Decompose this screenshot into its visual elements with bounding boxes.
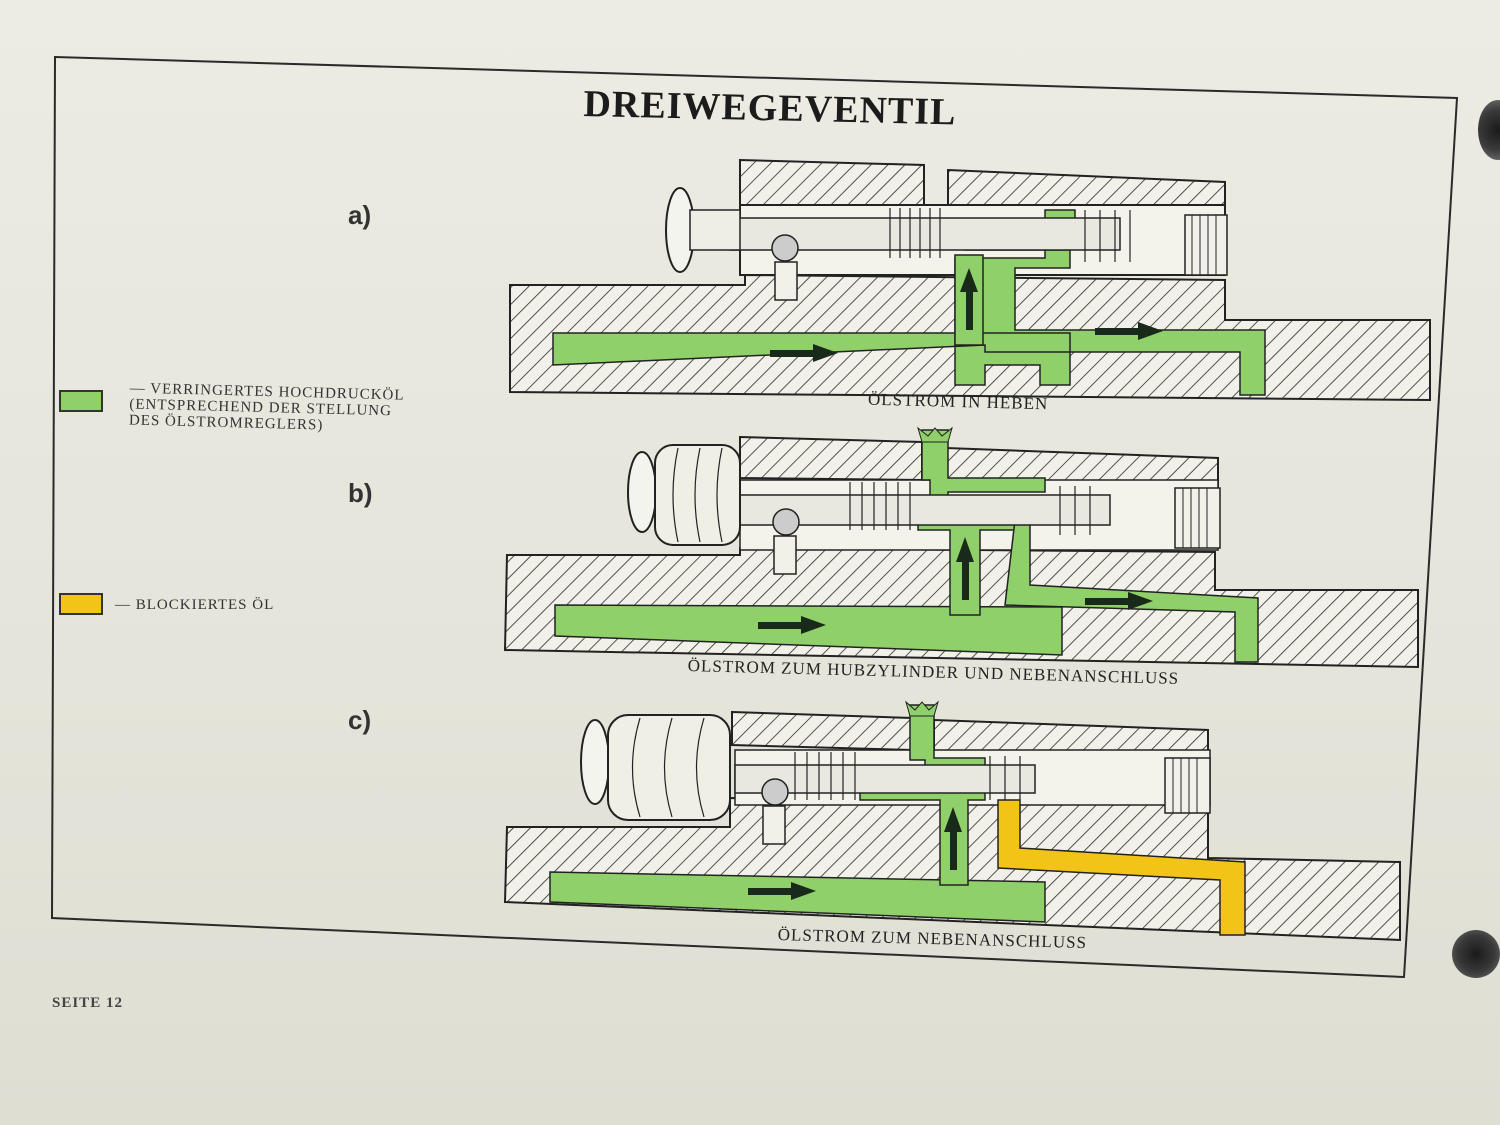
ball-c bbox=[761, 778, 789, 806]
valve-diagram-b bbox=[503, 426, 1419, 669]
page-number: SEITE 12 bbox=[52, 995, 123, 1011]
legend-swatch-green bbox=[59, 390, 103, 412]
oil-channel-yellow-c bbox=[997, 799, 1246, 936]
flow-arrow-a1 bbox=[770, 344, 838, 362]
binder-hole-bottom bbox=[1452, 930, 1500, 978]
valve-diagram-c bbox=[503, 700, 1401, 942]
spring-c bbox=[762, 805, 786, 845]
valve-body-upper-left-a bbox=[739, 158, 925, 206]
vent-top-c bbox=[905, 700, 939, 717]
vent-top-b bbox=[917, 426, 953, 443]
page-frame bbox=[50, 55, 1459, 979]
binder-hole-top bbox=[1478, 100, 1500, 160]
spool-b bbox=[739, 494, 1111, 526]
oil-return-green-b bbox=[1004, 519, 1259, 663]
legend-text-yellow: — BLOCKIERTES ÖL bbox=[115, 597, 275, 613]
thread-end-a bbox=[1184, 214, 1228, 276]
flow-arrow-c1 bbox=[748, 882, 816, 900]
ball-a bbox=[771, 234, 799, 262]
thread-end-c bbox=[1164, 757, 1211, 814]
flow-arrow-c2 bbox=[944, 807, 962, 870]
valve-body-upper-left-b bbox=[739, 435, 923, 482]
knob-stem-a bbox=[689, 209, 741, 251]
valve-diagram-a bbox=[509, 158, 1431, 402]
flow-arrow-a2 bbox=[1095, 322, 1163, 340]
panel-label-a: a) bbox=[348, 200, 372, 230]
flow-arrow-b1 bbox=[758, 616, 826, 634]
bellows-c bbox=[607, 714, 731, 821]
page-title: DREIWEGEVENTIL bbox=[583, 82, 957, 134]
knob-b bbox=[627, 451, 657, 533]
panel-label-c: c) bbox=[348, 705, 372, 735]
panel-label-b: b) bbox=[348, 478, 373, 508]
ball-b bbox=[772, 508, 800, 536]
thread-end-b bbox=[1174, 487, 1221, 549]
spring-a bbox=[774, 261, 798, 301]
legend-swatch-yellow bbox=[59, 593, 103, 615]
valve-body-upper-left-c bbox=[731, 710, 913, 752]
flow-arrow-b3 bbox=[956, 537, 974, 600]
knob-c bbox=[580, 719, 610, 805]
spring-b bbox=[773, 535, 797, 575]
legend-text-green: — VERRINGERTES HOCHDRUCKÖL (ENTSPRECHEND… bbox=[111, 380, 405, 436]
flow-arrow-a3 bbox=[960, 268, 978, 330]
flow-arrow-b2 bbox=[1085, 592, 1153, 610]
